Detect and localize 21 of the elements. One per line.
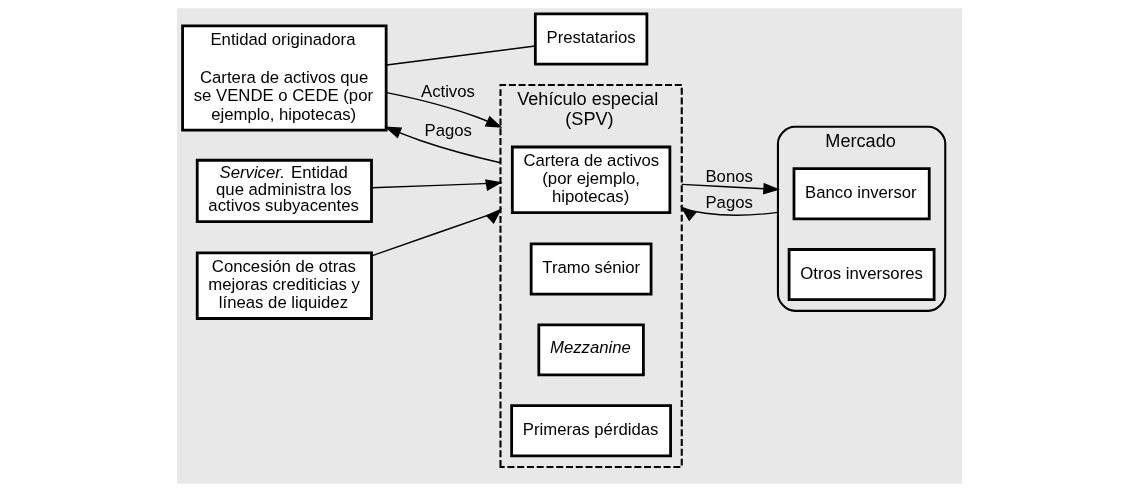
node-box: Primeras pérdidas	[510, 404, 672, 458]
node-box: Servicer. Entidad que administra los activos subyacentes	[195, 158, 373, 223]
arrow	[385, 91, 503, 128]
node-box: Tramo sénior	[529, 242, 653, 296]
arrow	[370, 208, 502, 257]
edge-label: Pagos	[424, 120, 472, 140]
node-box: Concesión de otras mejoras crediticias y líneas de liquidez	[195, 251, 373, 320]
arrow	[370, 179, 503, 191]
node-box: Mezzanine	[537, 323, 645, 377]
edge-label: Pagos	[705, 193, 753, 213]
node-box: Prestatarios	[533, 12, 649, 66]
node-box: Cartera de activos (por ejemplo, hipotecas)	[510, 145, 672, 214]
connector	[385, 45, 536, 66]
arrow	[681, 182, 781, 195]
arrow	[680, 206, 779, 222]
edge-label: Activos	[421, 81, 475, 101]
node-box: Otros inversores	[787, 248, 936, 302]
arrow	[384, 126, 502, 164]
node-box: Entidad originadora Cartera de activos que se VENDE o CEDE (por ejemplo, hipotecas)	[181, 24, 388, 132]
node-box: Banco inversor	[792, 167, 931, 221]
edge-label: Bonos	[705, 167, 753, 186]
